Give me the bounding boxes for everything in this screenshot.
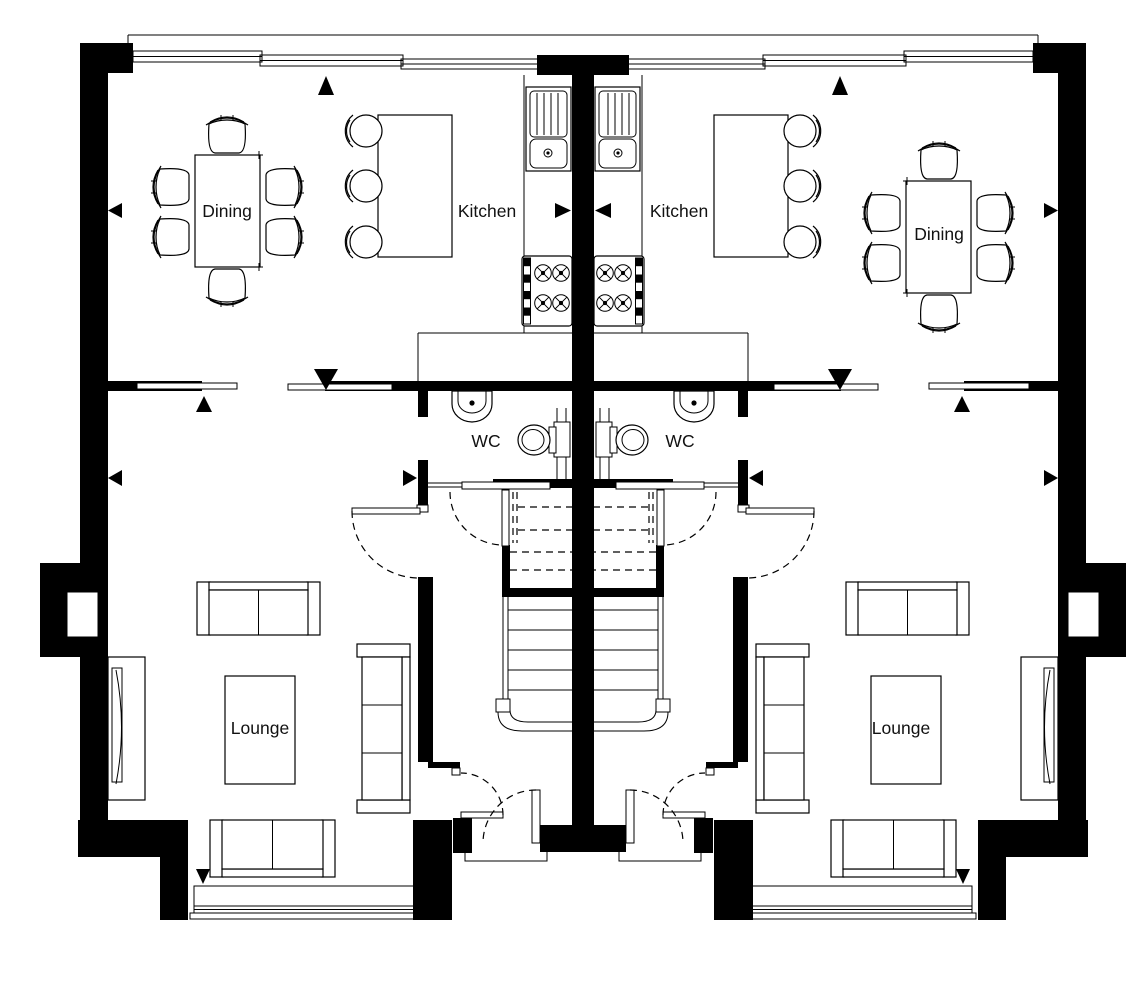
right-unit <box>583 35 1126 920</box>
room-label-dining-left: Dining <box>202 201 252 221</box>
left-unit <box>40 35 583 920</box>
room-label-wc-right: WC <box>665 431 694 451</box>
room-label-lounge-left: Lounge <box>231 718 289 738</box>
room-label-kitchen-left: Kitchen <box>458 201 516 221</box>
room-label-kitchen-right: Kitchen <box>650 201 708 221</box>
room-label-lounge-right: Lounge <box>872 718 930 738</box>
room-label-dining-right: Dining <box>914 224 964 244</box>
room-label-wc-left: WC <box>471 431 500 451</box>
